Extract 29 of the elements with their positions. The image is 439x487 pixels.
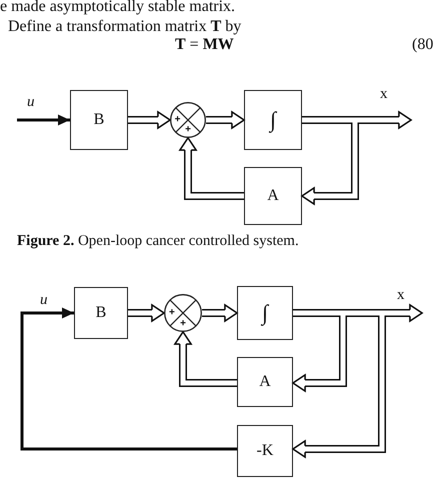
block	[244, 90, 302, 150]
block-label: B	[94, 112, 104, 128]
block	[237, 357, 293, 407]
edge-label: u	[27, 95, 34, 110]
block-label: ∫	[262, 302, 268, 324]
arrow	[17, 114, 70, 126]
block-label: A	[259, 374, 271, 390]
block-label: A	[267, 188, 279, 204]
block	[70, 90, 128, 150]
block-label: B	[96, 305, 106, 321]
body-text: e made asymptotically stable matrix.	[0, 0, 236, 16]
plus-sign: +	[169, 308, 175, 318]
block-label: ∫	[270, 109, 276, 131]
block	[74, 287, 128, 339]
block	[237, 425, 293, 477]
block-label: -K	[256, 443, 274, 459]
edge-label: u	[40, 293, 48, 308]
plus-sign: +	[185, 125, 191, 136]
edge-label: x	[380, 87, 388, 102]
plus-sign: +	[174, 115, 180, 125]
plus-sign: +	[180, 319, 186, 330]
body-text: Define a transformation matrix T by	[8, 18, 242, 36]
block	[244, 167, 302, 225]
arrow	[20, 308, 237, 450]
block	[237, 286, 293, 340]
equation-number: (80	[412, 36, 434, 54]
equation: T = MW	[175, 36, 234, 54]
figure-caption: Figure 2. Open-loop cancer controlled system.	[17, 233, 299, 250]
edge-label: x	[397, 288, 404, 303]
